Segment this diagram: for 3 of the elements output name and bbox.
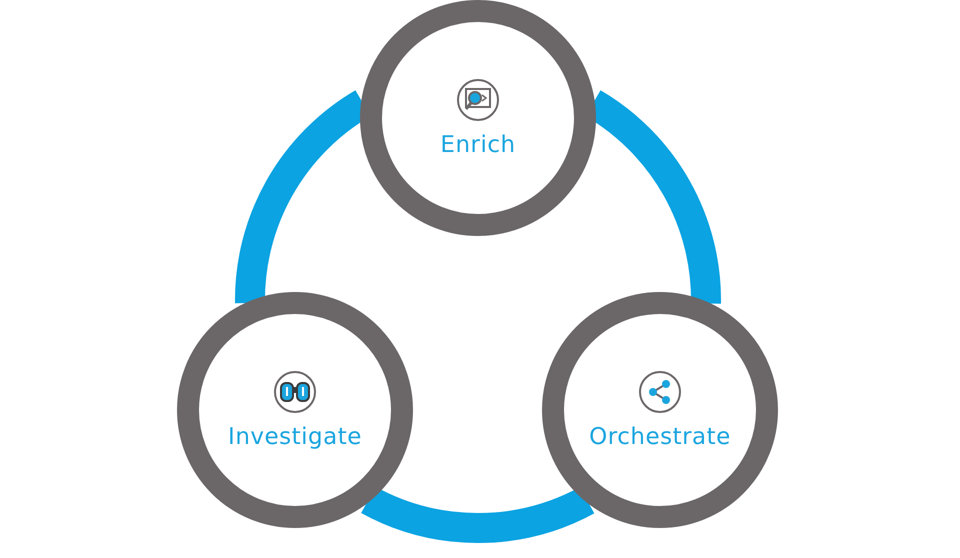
step-label: Enrich <box>440 132 516 158</box>
step-label: Orchestrate <box>589 424 731 450</box>
step-label: Investigate <box>228 424 362 450</box>
